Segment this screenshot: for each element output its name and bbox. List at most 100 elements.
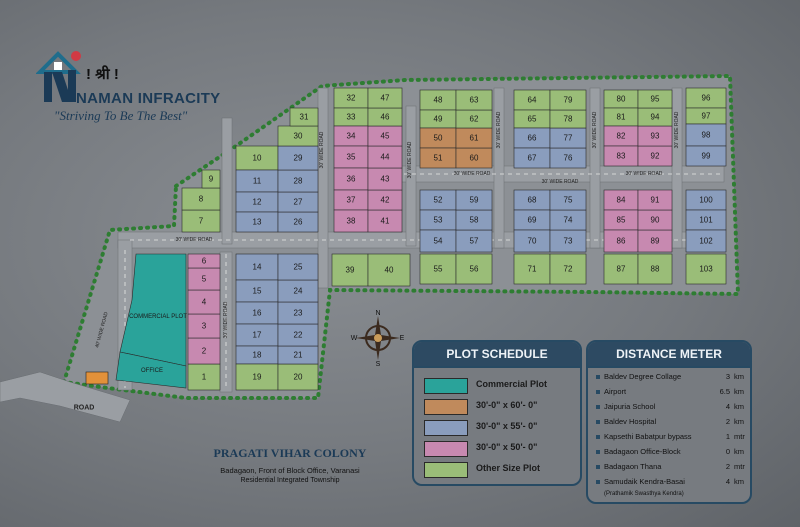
- plot-25[interactable]: [277, 253, 319, 281]
- brand-block: [34, 46, 274, 130]
- plot-number: 62: [470, 115, 479, 124]
- plot-19[interactable]: [235, 363, 279, 391]
- office-label: OFFICE: [141, 368, 163, 374]
- plot-number: 16: [253, 309, 262, 318]
- plot-9[interactable]: [201, 169, 221, 189]
- plot-number: 86: [617, 237, 626, 246]
- plot-1[interactable]: [187, 363, 221, 391]
- plot-number: 63: [470, 96, 479, 105]
- plot-72[interactable]: [549, 253, 587, 285]
- office-plot[interactable]: [115, 351, 187, 389]
- plot-39[interactable]: [331, 253, 369, 287]
- plot-91[interactable]: [637, 189, 673, 211]
- plot-number: 48: [434, 96, 443, 105]
- plot-number: 26: [294, 218, 303, 227]
- distance-unit: km: [734, 387, 744, 396]
- road-label-30ft-mid: 30' WIDE ROAD: [542, 179, 579, 185]
- plot-79[interactable]: [549, 89, 587, 111]
- colony-address: Badagaon, Front of Block Office, Varanas…: [220, 466, 360, 475]
- bullet-icon: [596, 480, 600, 484]
- plot-number: 30: [294, 132, 303, 141]
- colony-title: PRAGATI VIHAR COLONY: [213, 446, 367, 460]
- plot-6[interactable]: [187, 253, 221, 269]
- plot-number: 38: [347, 217, 356, 226]
- distance-unit: mtr: [734, 432, 745, 441]
- legend-label: Commercial Plot: [476, 379, 548, 389]
- plot-number: 3: [202, 322, 207, 331]
- distance-unit: km: [734, 447, 744, 456]
- plot-number: 82: [617, 132, 626, 141]
- plot-number: 28: [294, 177, 303, 186]
- distance-value: 4: [725, 477, 730, 486]
- road-label-main: ROAD: [74, 405, 95, 412]
- bullet-icon: [596, 420, 600, 424]
- plot-102[interactable]: [685, 229, 727, 253]
- plot-number: 81: [617, 113, 626, 122]
- plot-99[interactable]: [685, 145, 727, 167]
- plot-number: 20: [294, 373, 303, 382]
- plot-number: 11: [253, 177, 262, 186]
- plot-55[interactable]: [419, 253, 457, 285]
- plot-20[interactable]: [277, 363, 319, 391]
- plot-number: 78: [564, 115, 573, 124]
- road-label-30ft-left: 30' WIDE ROAD: [176, 237, 213, 243]
- plot-number: 25: [294, 263, 303, 272]
- plot-56[interactable]: [455, 253, 493, 285]
- plot-number: 85: [617, 216, 626, 225]
- plot-number: 103: [699, 265, 713, 274]
- plot-number: 27: [294, 198, 303, 207]
- plot-71[interactable]: [513, 253, 551, 285]
- distance-unit: km: [734, 402, 744, 411]
- plot-88[interactable]: [637, 253, 673, 285]
- plot-number: 56: [470, 265, 479, 274]
- plot-number: 101: [699, 216, 713, 225]
- plot-number: 36: [347, 175, 356, 184]
- plot-103[interactable]: [685, 253, 727, 285]
- plot-number: 23: [294, 309, 303, 318]
- plot-number: 21: [294, 351, 303, 360]
- plot-2[interactable]: [187, 337, 221, 365]
- plot-95[interactable]: [637, 89, 673, 109]
- colony-block: PRAGATI VIHAR COLONY Badagaon, Front of …: [190, 446, 390, 484]
- plot-number: 70: [528, 237, 537, 246]
- distance-place: Baldev Degree Collage: [604, 372, 682, 381]
- distance-value: 6.5: [719, 387, 730, 396]
- distance-meter-title: DISTANCE METER: [588, 342, 750, 368]
- compass-s: S: [376, 361, 381, 366]
- bullet-icon: [596, 390, 600, 394]
- tagline: "Striving To Be The Best": [54, 108, 188, 123]
- plot-29[interactable]: [277, 145, 319, 171]
- bullet-icon: [596, 465, 600, 469]
- plot-number: 17: [253, 331, 262, 340]
- plot-47[interactable]: [367, 87, 403, 109]
- plot-87[interactable]: [603, 253, 639, 285]
- compass-icon: N E S W: [351, 310, 405, 366]
- distance-value: 2: [725, 417, 730, 426]
- plot-number: 54: [434, 237, 443, 246]
- plot-number: 47: [381, 94, 390, 103]
- plot-14[interactable]: [235, 253, 279, 281]
- plot-number: 10: [253, 154, 262, 163]
- plot-31[interactable]: [289, 107, 319, 127]
- plot-8[interactable]: [181, 187, 221, 211]
- plot-number: 65: [528, 115, 537, 124]
- plot-75[interactable]: [549, 189, 587, 211]
- plot-number: 67: [528, 154, 537, 163]
- legend-swatch: [424, 420, 468, 436]
- plot-number: 46: [381, 113, 390, 122]
- plot-4[interactable]: [187, 289, 221, 315]
- plot-number: 91: [651, 196, 660, 205]
- plot-63[interactable]: [455, 89, 493, 111]
- plot-40[interactable]: [367, 253, 411, 287]
- office-marker: [85, 371, 109, 385]
- plot-59[interactable]: [455, 189, 493, 211]
- distance-place: Kapsethi Babatpur bypass: [604, 432, 692, 441]
- plot-number: 35: [347, 153, 356, 162]
- compass-w: W: [351, 335, 358, 342]
- plot-number: 37: [347, 196, 356, 205]
- distance-value: 3: [725, 372, 730, 381]
